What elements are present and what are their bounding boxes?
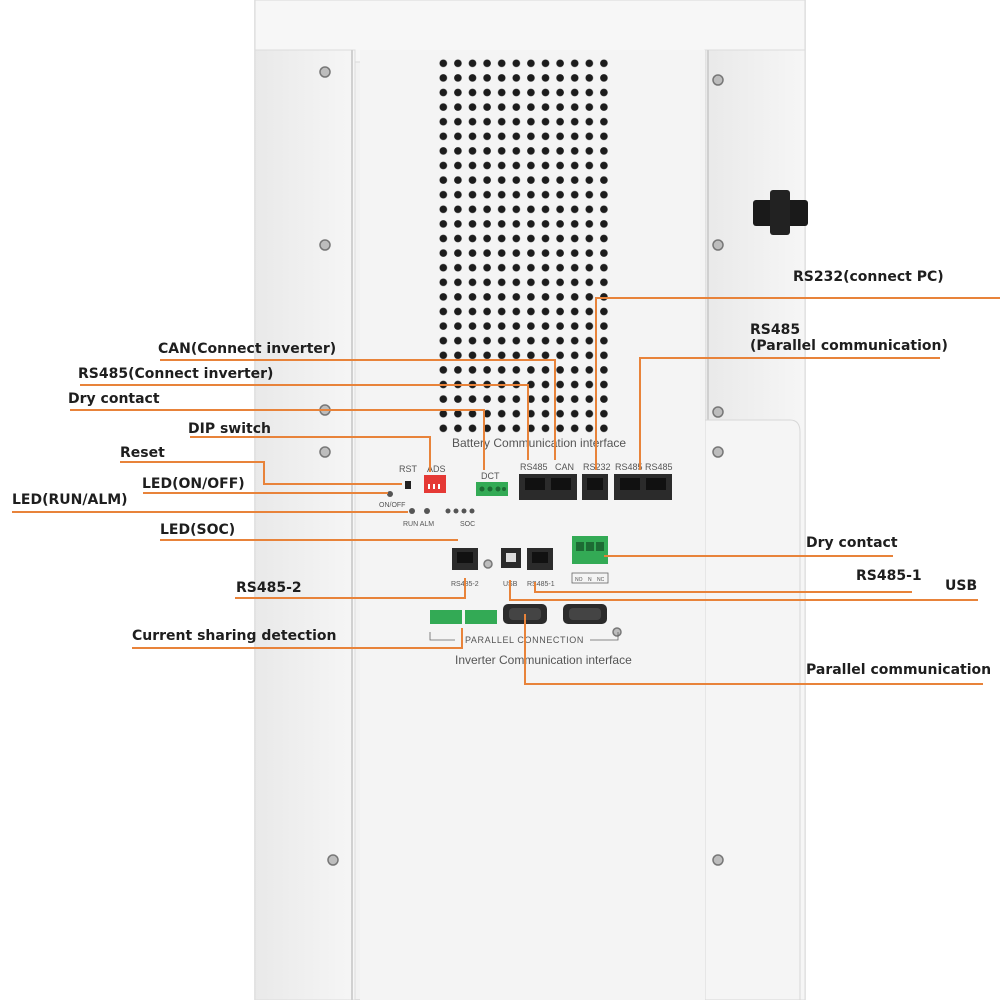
label-rs485-parallel-communication: (Parallel communication) bbox=[750, 338, 948, 354]
label-dip-switch: DIP switch bbox=[188, 421, 271, 437]
svg-text:RS485: RS485 bbox=[520, 462, 548, 472]
label-dry-contact-left: Dry contact bbox=[68, 391, 160, 407]
leader-lines bbox=[12, 297, 1000, 685]
label-rs485-parallel: RS485 bbox=[750, 322, 801, 338]
dry-contact-terminal[interactable] bbox=[572, 536, 608, 564]
label-rs485-1: RS485-1 bbox=[856, 568, 922, 584]
led-on-off bbox=[387, 491, 393, 497]
inverter-interface-label: Inverter Communication interface bbox=[455, 653, 632, 667]
label-dry-contact-right: Dry contact bbox=[806, 535, 898, 551]
svg-text:N: N bbox=[588, 577, 592, 583]
svg-text:ON/OFF: ON/OFF bbox=[379, 502, 405, 509]
svg-text:RS485-1: RS485-1 bbox=[527, 581, 555, 588]
led-alm bbox=[424, 508, 430, 514]
label-led-on-off: LED(ON/OFF) bbox=[142, 476, 245, 492]
screws bbox=[319, 66, 724, 866]
battery-interface-label: Battery Communication interface bbox=[452, 436, 626, 450]
svg-text:DCT: DCT bbox=[481, 471, 500, 481]
label-reset: Reset bbox=[120, 445, 165, 461]
label-can-connect-inverter: CAN(Connect inverter) bbox=[158, 341, 337, 357]
label-current-sharing-detection: Current sharing detection bbox=[132, 628, 337, 644]
svg-text:RUN ALM: RUN ALM bbox=[403, 521, 434, 528]
label-usb: USB bbox=[945, 578, 978, 594]
dct-terminal[interactable] bbox=[476, 482, 508, 496]
led-run bbox=[409, 508, 415, 514]
label-rs232-connect-pc: RS232(connect PC) bbox=[793, 269, 944, 285]
label-parallel-communication: Parallel communication bbox=[806, 662, 992, 678]
svg-text:NO: NO bbox=[575, 577, 583, 583]
side-connector bbox=[753, 190, 808, 235]
svg-text:RS485: RS485 bbox=[645, 462, 673, 472]
svg-text:RS485: RS485 bbox=[615, 462, 643, 472]
label-rs485-2: RS485-2 bbox=[236, 580, 302, 596]
cabinet-body bbox=[254, 0, 808, 1000]
reset-button[interactable] bbox=[405, 481, 411, 489]
label-rs485-connect-inverter: RS485(Connect inverter) bbox=[78, 366, 274, 382]
vent-grille bbox=[436, 56, 611, 436]
label-led-run-alm: LED(RUN/ALM) bbox=[12, 492, 128, 508]
led-soc bbox=[445, 508, 475, 514]
svg-text:ADS: ADS bbox=[427, 464, 446, 474]
current-sharing-terminals[interactable] bbox=[430, 610, 497, 624]
svg-text:RST: RST bbox=[399, 464, 418, 474]
svg-text:CAN: CAN bbox=[555, 462, 574, 472]
svg-text:NC: NC bbox=[597, 577, 605, 583]
svg-text:SOC: SOC bbox=[460, 521, 475, 528]
label-led-soc: LED(SOC) bbox=[160, 522, 236, 538]
